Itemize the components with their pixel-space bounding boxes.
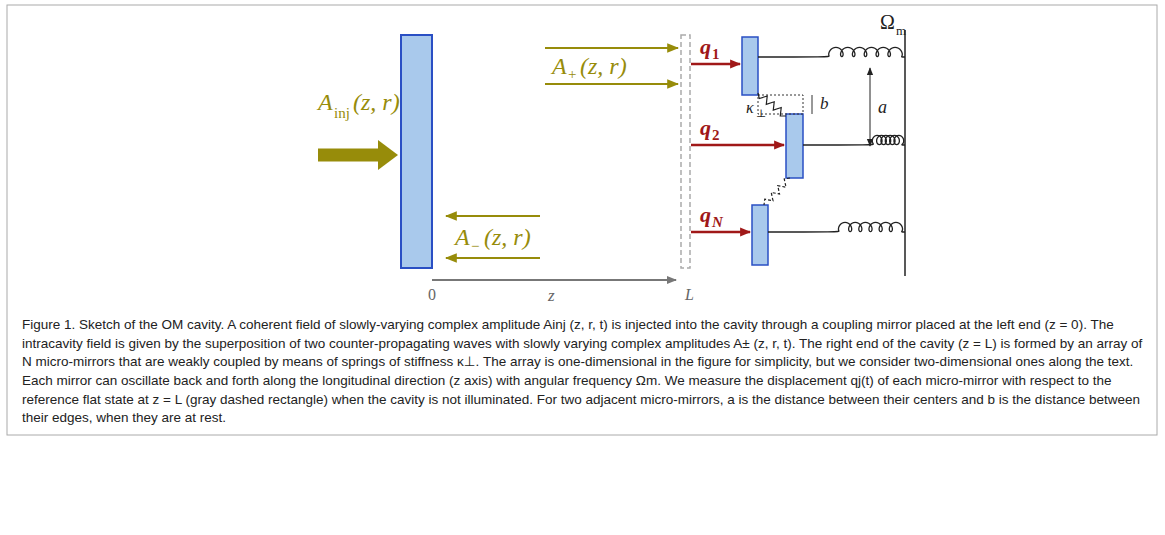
figure-frame xyxy=(7,5,1157,435)
stiffness-subscript: ⊥ xyxy=(756,108,766,119)
coupling-spring xyxy=(764,178,790,205)
micro-mirror xyxy=(742,37,758,95)
stiffness-symbol: κ xyxy=(746,100,754,116)
displacement-symbol: q xyxy=(700,36,711,58)
displacement-symbol: q xyxy=(700,204,711,226)
forward-wave-arrow xyxy=(545,47,678,49)
backward-wave-arrow xyxy=(446,257,540,259)
displacement-subscript: N xyxy=(712,215,723,230)
coupling-mirror xyxy=(401,35,432,268)
figure-caption: Figure 1. Sketch of the OM cavity. A coh… xyxy=(22,316,1144,428)
field-arguments: (z, r) xyxy=(353,90,400,114)
mirror-spring xyxy=(758,47,905,57)
pitch-label: a xyxy=(878,98,887,116)
forward-wave-arrow xyxy=(545,83,678,85)
reference-plane xyxy=(681,35,690,268)
displacement-arrow xyxy=(691,144,784,147)
displacement-subscript: 2 xyxy=(712,128,720,143)
pitch-dimension xyxy=(870,68,871,146)
displacement-arrow xyxy=(691,231,750,234)
axis-end: L xyxy=(685,287,694,303)
support-wall xyxy=(904,30,906,276)
injected-beam-head xyxy=(378,140,398,170)
gap-label: b xyxy=(820,95,829,112)
displacement-subscript: 1 xyxy=(712,47,720,62)
displacement-arrow xyxy=(691,63,740,66)
field-symbol: A xyxy=(318,90,333,114)
field-symbol: A xyxy=(552,54,567,78)
backward-wave-arrow xyxy=(446,215,540,217)
injected-beam xyxy=(318,149,380,162)
axis-origin: 0 xyxy=(428,287,436,303)
micro-mirror xyxy=(786,114,803,178)
frequency-symbol: Ω xyxy=(880,12,895,32)
z-axis xyxy=(432,279,676,281)
displacement-symbol: q xyxy=(700,117,711,139)
field-subscript: + xyxy=(568,67,576,82)
axis-label: z xyxy=(548,287,555,304)
frequency-subscript: m xyxy=(896,24,906,37)
field-symbol: A xyxy=(455,225,470,249)
field-arguments: (z, r) xyxy=(580,54,627,78)
field-arguments: (z, r) xyxy=(484,225,531,249)
field-subscript: inj xyxy=(334,106,350,121)
mirror-spring xyxy=(803,135,905,145)
gap-dimension xyxy=(812,95,813,114)
micro-mirror xyxy=(752,205,768,265)
field-subscript: − xyxy=(471,239,479,254)
mirror-spring xyxy=(768,222,905,232)
